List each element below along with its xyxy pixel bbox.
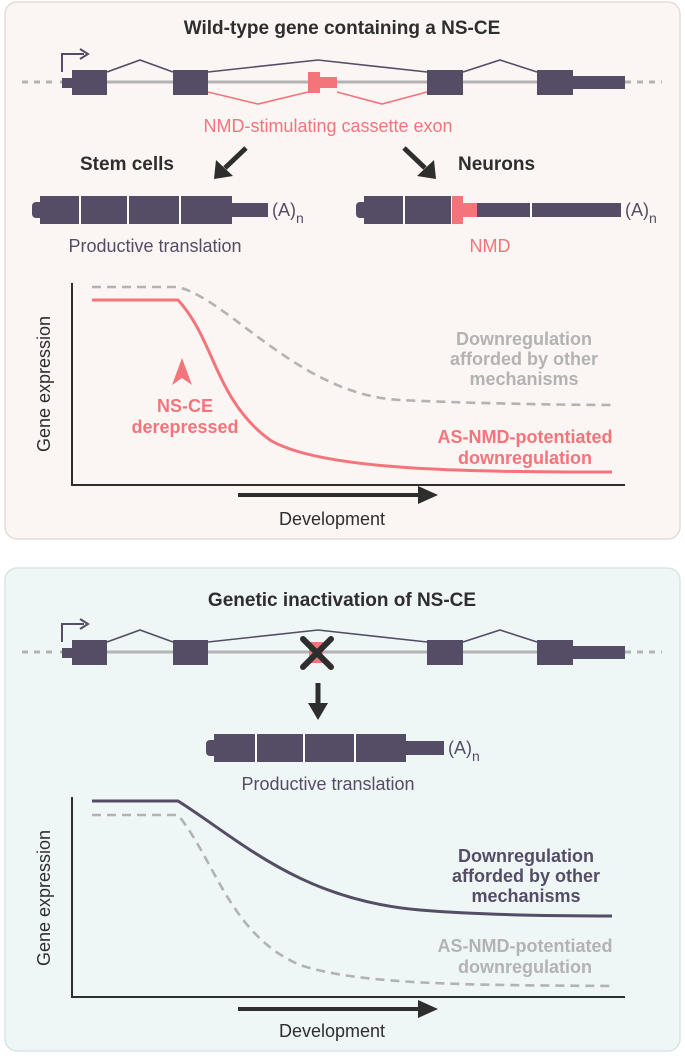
panel-inactivation xyxy=(4,567,681,1052)
exon-5 xyxy=(537,70,573,95)
mrna-nmd xyxy=(356,196,621,224)
tss-arrow-icon xyxy=(61,53,84,72)
panel2-title: Genetic inactivation of NS-CE xyxy=(208,590,476,611)
branch-label-stem-cells: Stem cells xyxy=(80,154,174,175)
derepression-arrowhead-icon xyxy=(172,358,192,385)
polya-tail-right: (A)n xyxy=(625,200,657,226)
gene-diagram-wild-type xyxy=(22,48,662,105)
plot1-y-axis-label: Gene expression xyxy=(34,316,54,452)
plot2-axes xyxy=(71,797,625,998)
down-arrow-icon xyxy=(308,683,328,720)
plot2-curve-other-mechanisms xyxy=(92,799,613,918)
outcome-nmd: NMD xyxy=(470,236,511,256)
branch-label-neurons: Neurons xyxy=(458,154,535,175)
polya-tail-left: (A)n xyxy=(272,200,304,226)
gene-diagram-inactivated xyxy=(22,618,662,670)
ns-ce-exon xyxy=(308,72,320,93)
mrna-productive xyxy=(32,196,268,224)
branch-arrow-left-icon xyxy=(214,146,248,179)
mrna-productive-inactivated xyxy=(206,734,444,762)
cross-icon xyxy=(300,636,334,670)
polya-tail-inactivated: (A)n xyxy=(448,738,480,764)
plot1-axes xyxy=(71,283,625,486)
outcome-productive-translation-2: Productive translation xyxy=(241,774,414,794)
plot1-x-axis-label: Development xyxy=(279,509,385,529)
plot2-x-axis-label: Development xyxy=(279,1021,385,1041)
plot1-curve-as-nmd xyxy=(92,298,613,474)
ns-ce-label: NMD-stimulating cassette exon xyxy=(203,116,452,136)
panel1-title: Wild-type gene containing a NS-CE xyxy=(184,18,501,39)
plot1-curve-other-mechanisms xyxy=(92,285,616,407)
outcome-productive-translation: Productive translation xyxy=(68,236,241,256)
tss-arrow-icon xyxy=(61,623,84,642)
exon-1 xyxy=(72,70,107,95)
development-arrow-icon-2 xyxy=(238,1000,438,1018)
exon-4 xyxy=(427,70,463,95)
branch-arrow-right-icon xyxy=(402,146,436,179)
plot2-y-axis-label: Gene expression xyxy=(34,830,54,966)
development-arrow-icon xyxy=(238,486,438,504)
panel-wild-type xyxy=(4,1,681,540)
plot2-curve-as-nmd xyxy=(92,813,613,988)
exon-2 xyxy=(173,70,208,95)
